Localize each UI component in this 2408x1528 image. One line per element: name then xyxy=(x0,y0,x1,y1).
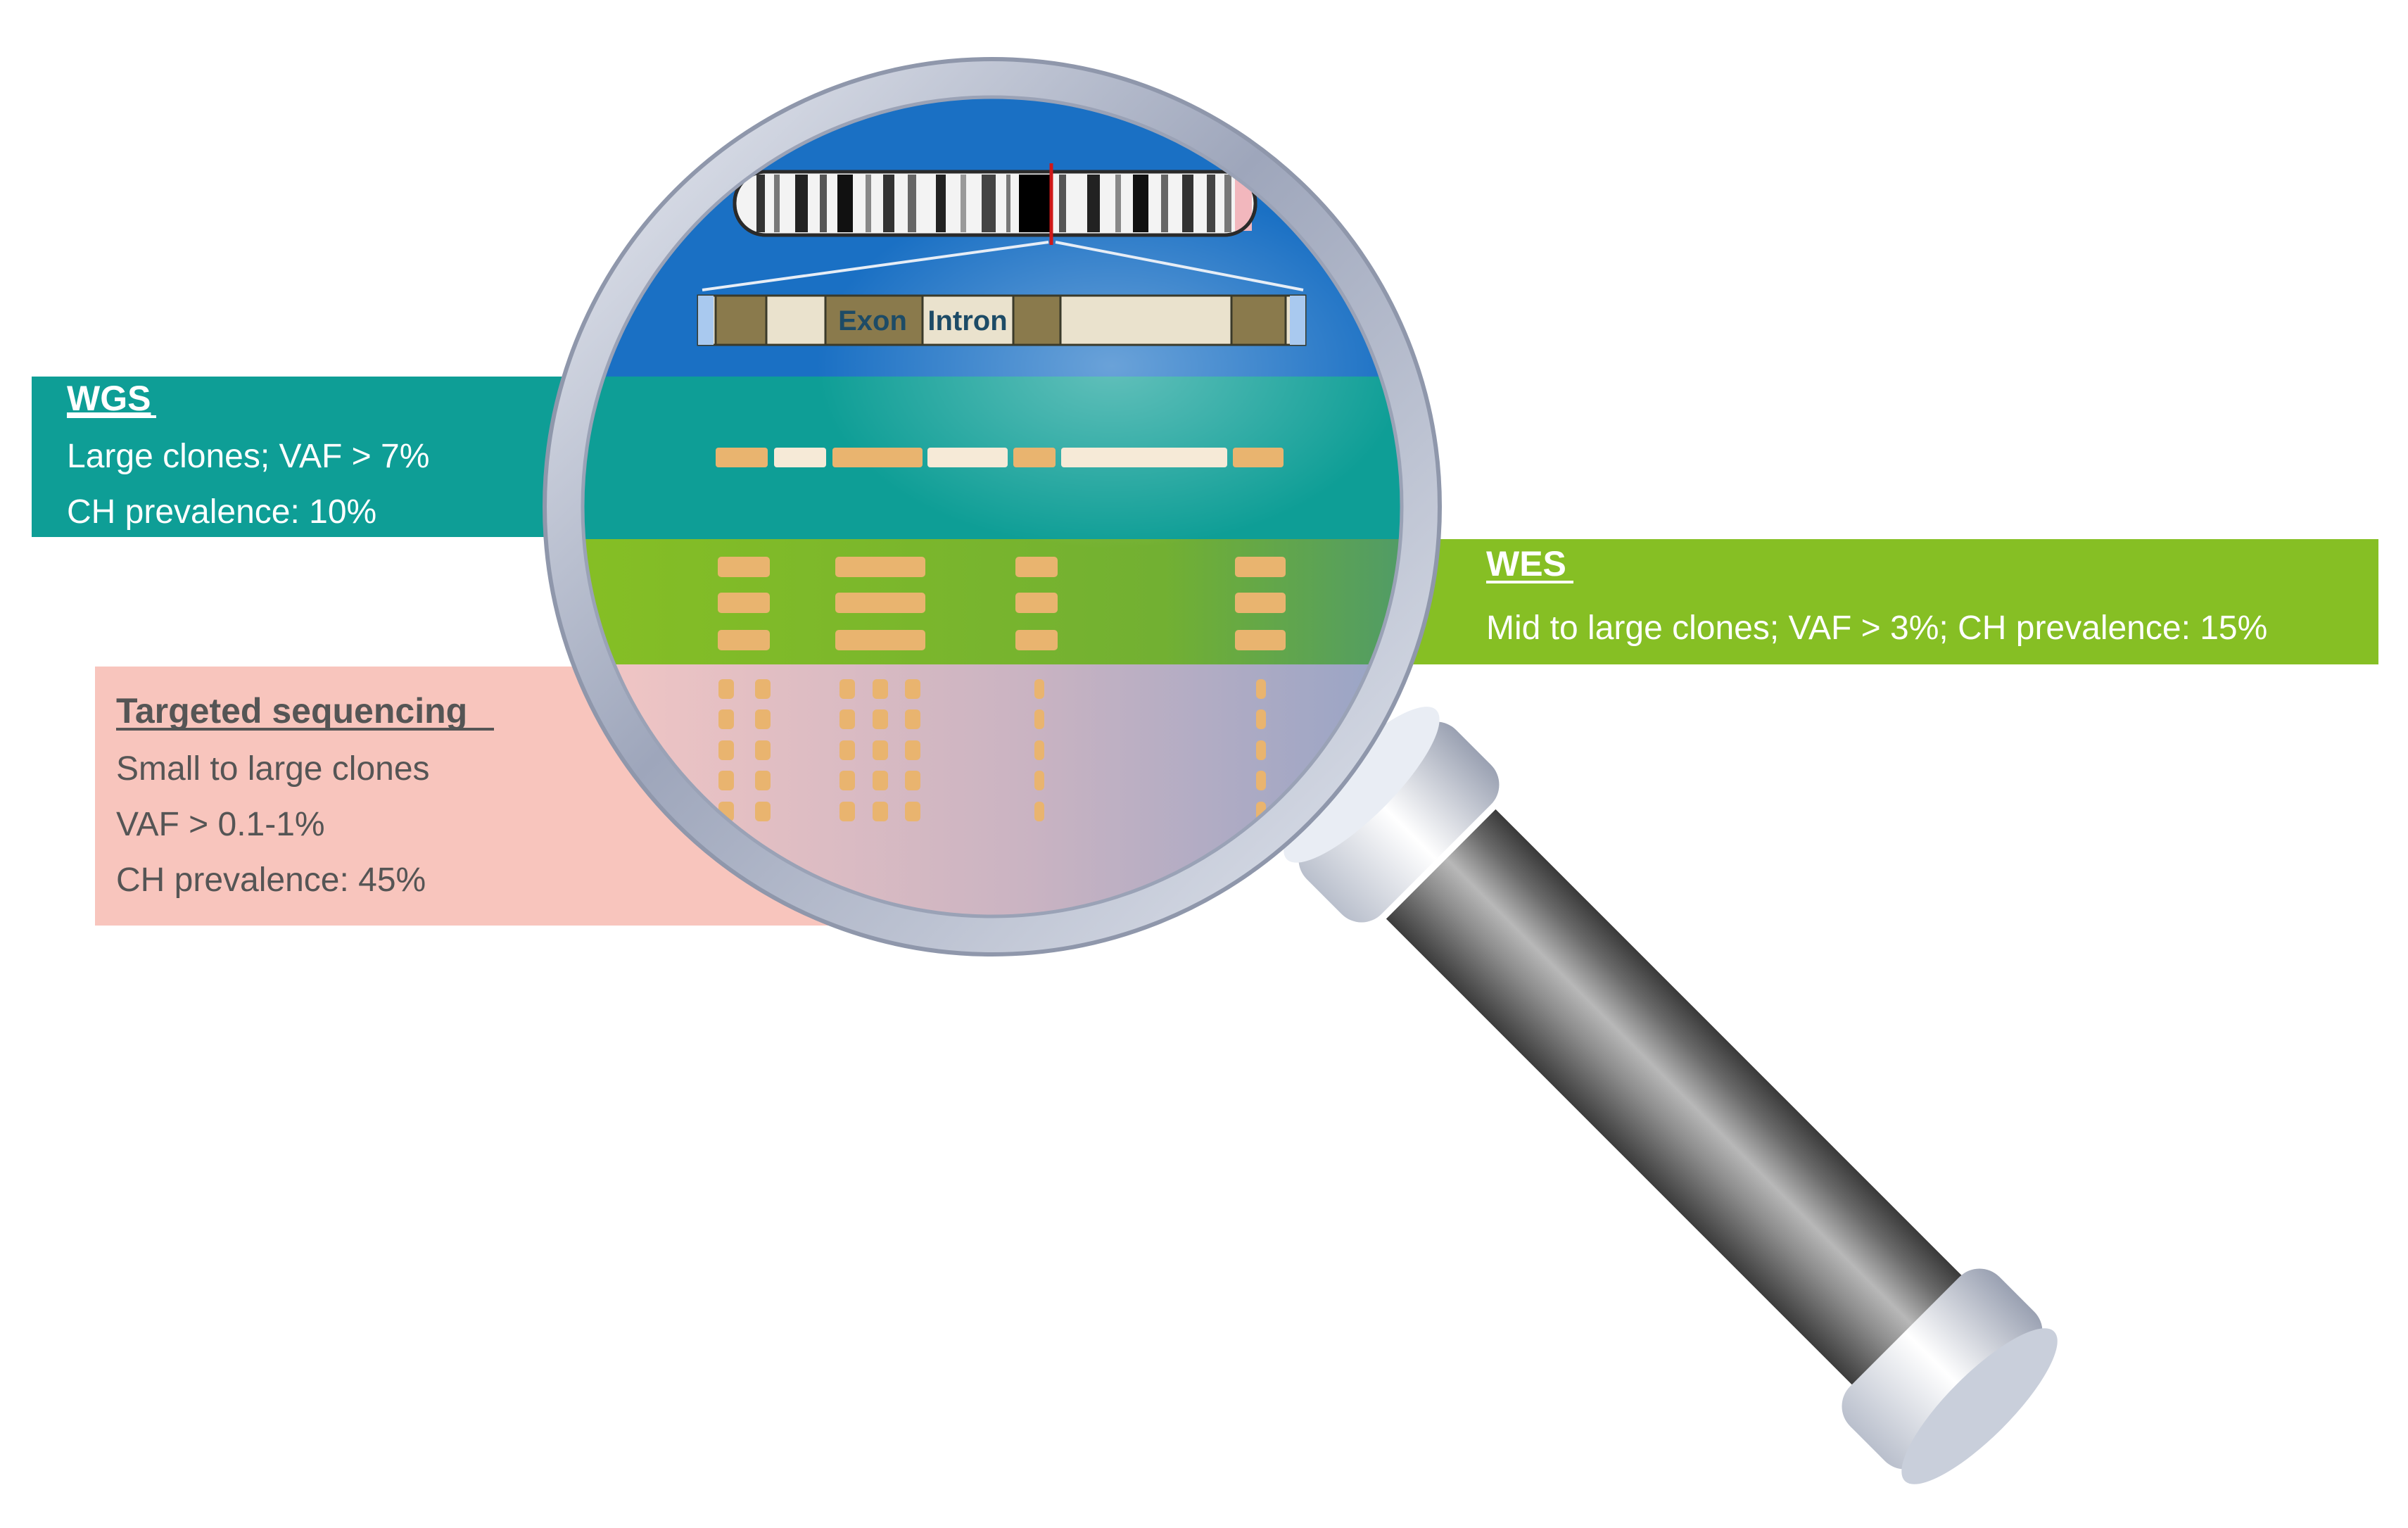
exon-block xyxy=(824,294,924,346)
targeted-read xyxy=(873,740,888,760)
wes-line1: Mid to large clones; VAF > 3%; CH preval… xyxy=(1486,610,2267,647)
targeted-read xyxy=(755,740,771,760)
chromosome-band xyxy=(1006,175,1010,232)
chromosome-band xyxy=(982,175,996,232)
targeted-read xyxy=(718,709,734,729)
chromosome-band xyxy=(1133,175,1148,232)
targeted-read xyxy=(1034,709,1044,729)
targeted-read xyxy=(755,679,771,699)
targeted-read xyxy=(1256,709,1266,729)
targeted-read xyxy=(1034,679,1044,699)
targeted-read xyxy=(839,802,855,821)
targeted-read xyxy=(755,802,771,821)
chromosome-band xyxy=(1224,175,1231,232)
targeted-line2: VAF > 0.1-1% xyxy=(116,806,325,843)
exon-block xyxy=(1012,294,1062,346)
targeted-read xyxy=(755,771,771,790)
exon-label: Exon xyxy=(838,305,907,336)
targeted-title: Targeted sequencing xyxy=(116,691,467,731)
chromosome-band xyxy=(837,175,853,232)
chromosome-band xyxy=(961,175,966,232)
chromosome-band xyxy=(1207,175,1215,232)
exon-block xyxy=(714,294,768,346)
chromosome-ideogram xyxy=(733,163,1257,245)
chromosome-band xyxy=(820,175,827,232)
wgs-reads xyxy=(716,448,1284,467)
magnifier-handle xyxy=(1284,707,2058,1484)
targeted-read xyxy=(1256,679,1266,699)
intron-label: Intron xyxy=(927,305,1007,336)
targeted-read xyxy=(873,771,888,790)
targeted-read xyxy=(1256,740,1266,760)
chromosome-band xyxy=(756,175,765,232)
exon-block xyxy=(1230,294,1287,346)
wes-reads xyxy=(718,557,1286,650)
chromosome-band xyxy=(936,175,946,232)
wes-title: WES xyxy=(1486,544,1566,583)
chromosome-band xyxy=(883,175,894,232)
chromosome-band xyxy=(1161,175,1168,232)
targeted-read xyxy=(718,771,734,790)
targeted-read xyxy=(1256,771,1266,790)
targeted-read xyxy=(839,740,855,760)
chromosome-band xyxy=(1059,175,1066,232)
targeted-read xyxy=(905,679,920,699)
targeted-read xyxy=(905,771,920,790)
targeted-read xyxy=(905,740,920,760)
targeted-read xyxy=(873,679,888,699)
chromosome-band xyxy=(774,175,780,232)
targeted-read xyxy=(1034,771,1044,790)
targeted-line3: CH prevalence: 45% xyxy=(116,861,426,899)
targeted-read xyxy=(1034,802,1044,821)
targeted-read xyxy=(905,709,920,729)
targeted-read xyxy=(718,740,734,760)
targeted-read xyxy=(905,802,920,821)
chromosome-band xyxy=(908,175,916,232)
targeted-read xyxy=(873,709,888,729)
targeted-read xyxy=(718,679,734,699)
chromosome-band xyxy=(866,175,871,232)
targeted-read xyxy=(873,802,888,821)
wgs-title: WGS xyxy=(67,379,151,418)
targeted-line1: Small to large clones xyxy=(116,750,430,788)
chromosome-band xyxy=(1182,175,1193,232)
targeted-read xyxy=(839,679,855,699)
targeted-read xyxy=(839,709,855,729)
targeted-read xyxy=(839,771,855,790)
wes-label-group: WES Mid to large clones; VAF > 3%; CH pr… xyxy=(1486,544,2267,647)
magnifier-rim xyxy=(543,57,1442,956)
chromosome-band xyxy=(795,175,808,232)
wgs-line2: CH prevalence: 10% xyxy=(67,493,376,531)
wgs-label-group: WGS Large clones; VAF > 7% CH prevalence… xyxy=(67,379,429,531)
wgs-line1: Large clones; VAF > 7% xyxy=(67,438,429,475)
targeted-label-group: Targeted sequencing Small to large clone… xyxy=(116,691,494,899)
chromosome-band xyxy=(1115,175,1121,232)
chromosome-band xyxy=(1087,175,1100,232)
chromosome-band xyxy=(1019,175,1051,232)
gene-structure: Exon Intron xyxy=(697,294,1307,346)
targeted-reads xyxy=(718,679,1266,821)
targeted-read xyxy=(1034,740,1044,760)
targeted-read xyxy=(755,709,771,729)
